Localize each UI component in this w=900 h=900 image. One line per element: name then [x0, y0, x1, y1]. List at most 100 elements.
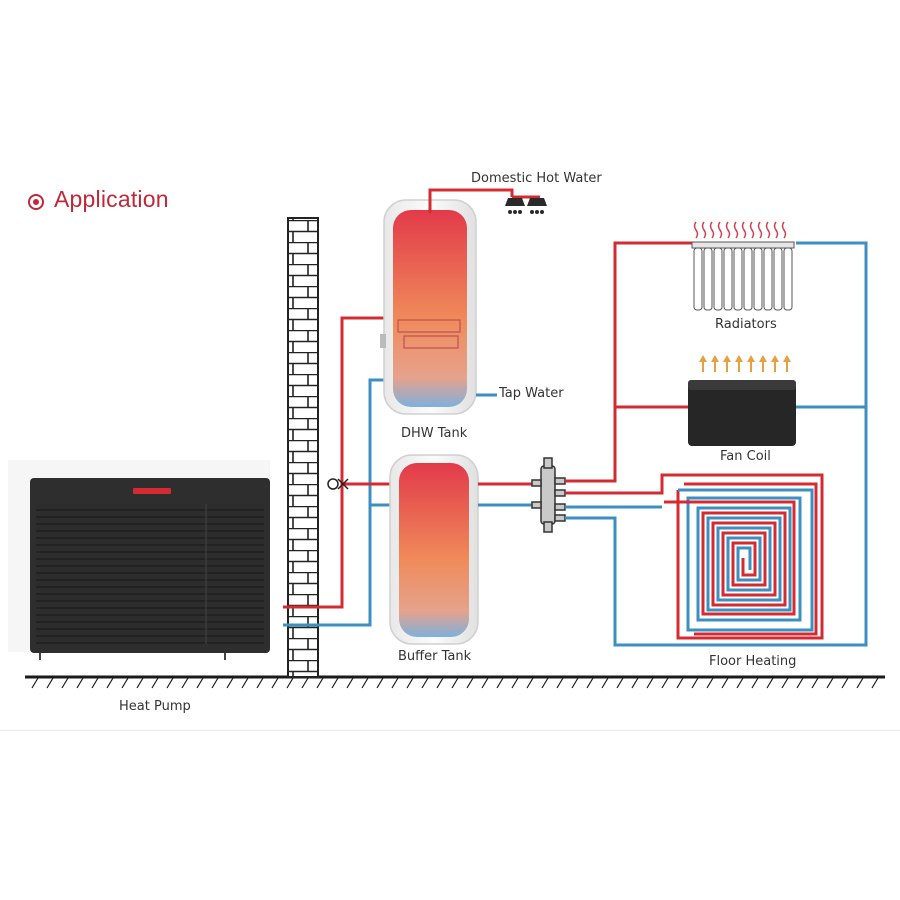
manifold-icon [531, 457, 566, 533]
ground-hatch [466, 677, 474, 689]
ground-hatch [76, 677, 84, 689]
ground-hatch [256, 677, 264, 689]
ground-hatch [61, 677, 69, 689]
ground-hatch [616, 677, 624, 689]
radiator-unit [691, 221, 795, 311]
radiator-fin [693, 247, 703, 311]
radiator-fin [753, 247, 763, 311]
ground-hatch [571, 677, 579, 689]
ground-hatch [481, 677, 489, 689]
ground-hatch [181, 677, 189, 689]
ground-hatch [391, 677, 399, 689]
floor-heating-label: Floor Heating [709, 654, 797, 669]
heat-wave-icon [773, 221, 779, 239]
ground-hatch [526, 677, 534, 689]
ground-hatch [631, 677, 639, 689]
pipes-buffer-to-manifold [478, 482, 540, 507]
domestic-hot-water-label: Domestic Hot Water [471, 171, 602, 186]
ground-hatch [856, 677, 864, 689]
ground-hatch [91, 677, 99, 689]
fan-coil-unit [688, 355, 796, 446]
pipes-heat-pump [283, 316, 392, 627]
ground-hatch [841, 677, 849, 689]
dhw-tank [380, 199, 477, 415]
ground-hatch [241, 677, 249, 689]
ground-hatch [346, 677, 354, 689]
warm-air-arrowhead-icon [735, 355, 743, 362]
warm-air-arrowhead-icon [711, 355, 719, 362]
heat-wave-icon [749, 221, 755, 239]
ground-hatch [331, 677, 339, 689]
radiator-fin [713, 247, 723, 311]
ground-hatch [496, 677, 504, 689]
pipes-distribution [565, 241, 868, 647]
ground-hatch [316, 677, 324, 689]
ground-hatch [166, 677, 174, 689]
ground-hatch [196, 677, 204, 689]
ground-hatch [766, 677, 774, 689]
ground-line [25, 675, 885, 689]
ground-hatch [151, 677, 159, 689]
three-way-valve-icon [327, 478, 349, 490]
heat-wave-icon [701, 221, 707, 239]
ground-hatch [511, 677, 519, 689]
ground-hatch [556, 677, 564, 689]
ground-hatch [781, 677, 789, 689]
ground-hatch [301, 677, 309, 689]
diagram-title: Application [54, 186, 169, 212]
heat-wave-icon [757, 221, 763, 239]
ground-hatch [721, 677, 729, 689]
tap-water-label: Tap Water [499, 386, 564, 401]
radiator-fin [703, 247, 713, 311]
ground-hatch [121, 677, 129, 689]
floor-heating-coil [664, 482, 818, 636]
ground-hatch [796, 677, 804, 689]
radiator-fin [783, 247, 793, 311]
ground-hatch [406, 677, 414, 689]
warm-air-arrowhead-icon [747, 355, 755, 362]
ground-hatch [46, 677, 54, 689]
heat-wave-icon [717, 221, 723, 239]
warm-air-arrowhead-icon [783, 355, 791, 362]
ground-hatch [676, 677, 684, 689]
radiators-label: Radiators [715, 317, 777, 332]
bottom-divider [0, 730, 900, 731]
buffer-tank-label: Buffer Tank [398, 649, 472, 664]
heat-pump-unit [8, 460, 270, 660]
ground-hatch [586, 677, 594, 689]
ground-hatch [226, 677, 234, 689]
ground-hatch [826, 677, 834, 689]
radiator-fin [743, 247, 753, 311]
heat-wave-icon [765, 221, 771, 239]
buffer-tank [389, 454, 479, 645]
heat-wave-icon [741, 221, 747, 239]
radiator-fin [723, 247, 733, 311]
heat-wave-icon [693, 221, 699, 239]
heat-wave-icon [781, 221, 787, 239]
ground-hatch [361, 677, 369, 689]
ground-hatch [436, 677, 444, 689]
ground-hatch [451, 677, 459, 689]
heat-wave-icon [733, 221, 739, 239]
ground-hatch [31, 677, 39, 689]
ground-hatch [541, 677, 549, 689]
ground-hatch [211, 677, 219, 689]
ground-hatch [871, 677, 879, 689]
heat-wave-icon [709, 221, 715, 239]
ground-hatch [691, 677, 699, 689]
ground-hatch [421, 677, 429, 689]
ground-hatch [706, 677, 714, 689]
heat-wave-icon [725, 221, 731, 239]
brick-wall [287, 217, 319, 678]
domestic-hot-water-pipe [428, 188, 540, 213]
warm-air-arrowhead-icon [723, 355, 731, 362]
ground-hatch [286, 677, 294, 689]
warm-air-arrowhead-icon [759, 355, 767, 362]
title-bullet-icon [28, 194, 44, 210]
radiator-fin [763, 247, 773, 311]
ground-hatch [376, 677, 384, 689]
fan-coil-label: Fan Coil [720, 449, 771, 464]
ground-hatch [271, 677, 279, 689]
